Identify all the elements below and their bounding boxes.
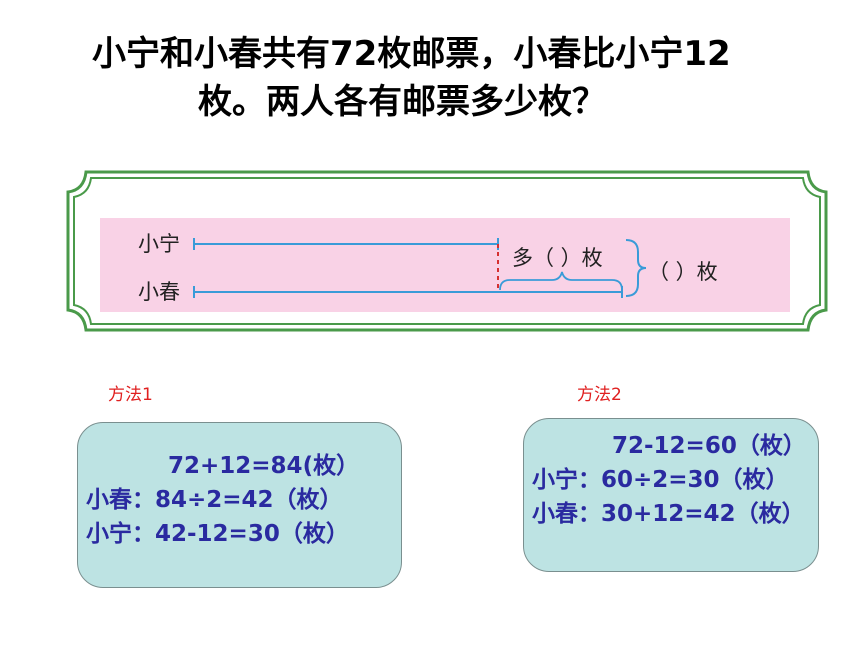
label-xiaoning: 小宁 <box>138 232 180 256</box>
method2-line-3: 小春：30+12=42（枚） <box>532 501 805 527</box>
label-more-blank: 多（ ）枚 <box>512 246 603 270</box>
problem-line-2: 枚。两人各有邮票多少枚？ <box>198 82 606 122</box>
method1-line-1: 72+12=84(枚） <box>168 453 360 479</box>
segment-diagram: 小宁 小春 多（ ）枚 （ ）枚 <box>100 218 790 312</box>
segment-lines <box>193 238 647 298</box>
method1-line-3: 小宁：42-12=30（枚） <box>86 521 349 547</box>
method2-line-2: 小宁：60÷2=30（枚） <box>532 467 789 493</box>
method1-box: 72+12=84(枚） 小春：84÷2=42（枚） 小宁：42-12=30（枚） <box>77 422 402 588</box>
difference-brace <box>499 271 623 291</box>
method2-box: 72-12=60（枚） 小宁：60÷2=30（枚） 小春：30+12=42（枚） <box>523 418 819 572</box>
method1-line-2: 小春：84÷2=42（枚） <box>86 487 343 513</box>
method1-label: 方法1 <box>108 385 153 405</box>
problem-line-1: 小宁和小春共有72枚邮票，小春比小宁12 <box>92 34 731 74</box>
label-total-blank: （ ）枚 <box>648 260 718 284</box>
label-xiaochun: 小春 <box>138 280 180 304</box>
method2-label: 方法2 <box>577 385 622 405</box>
method2-line-1: 72-12=60（枚） <box>612 433 806 459</box>
total-brace <box>625 239 647 297</box>
